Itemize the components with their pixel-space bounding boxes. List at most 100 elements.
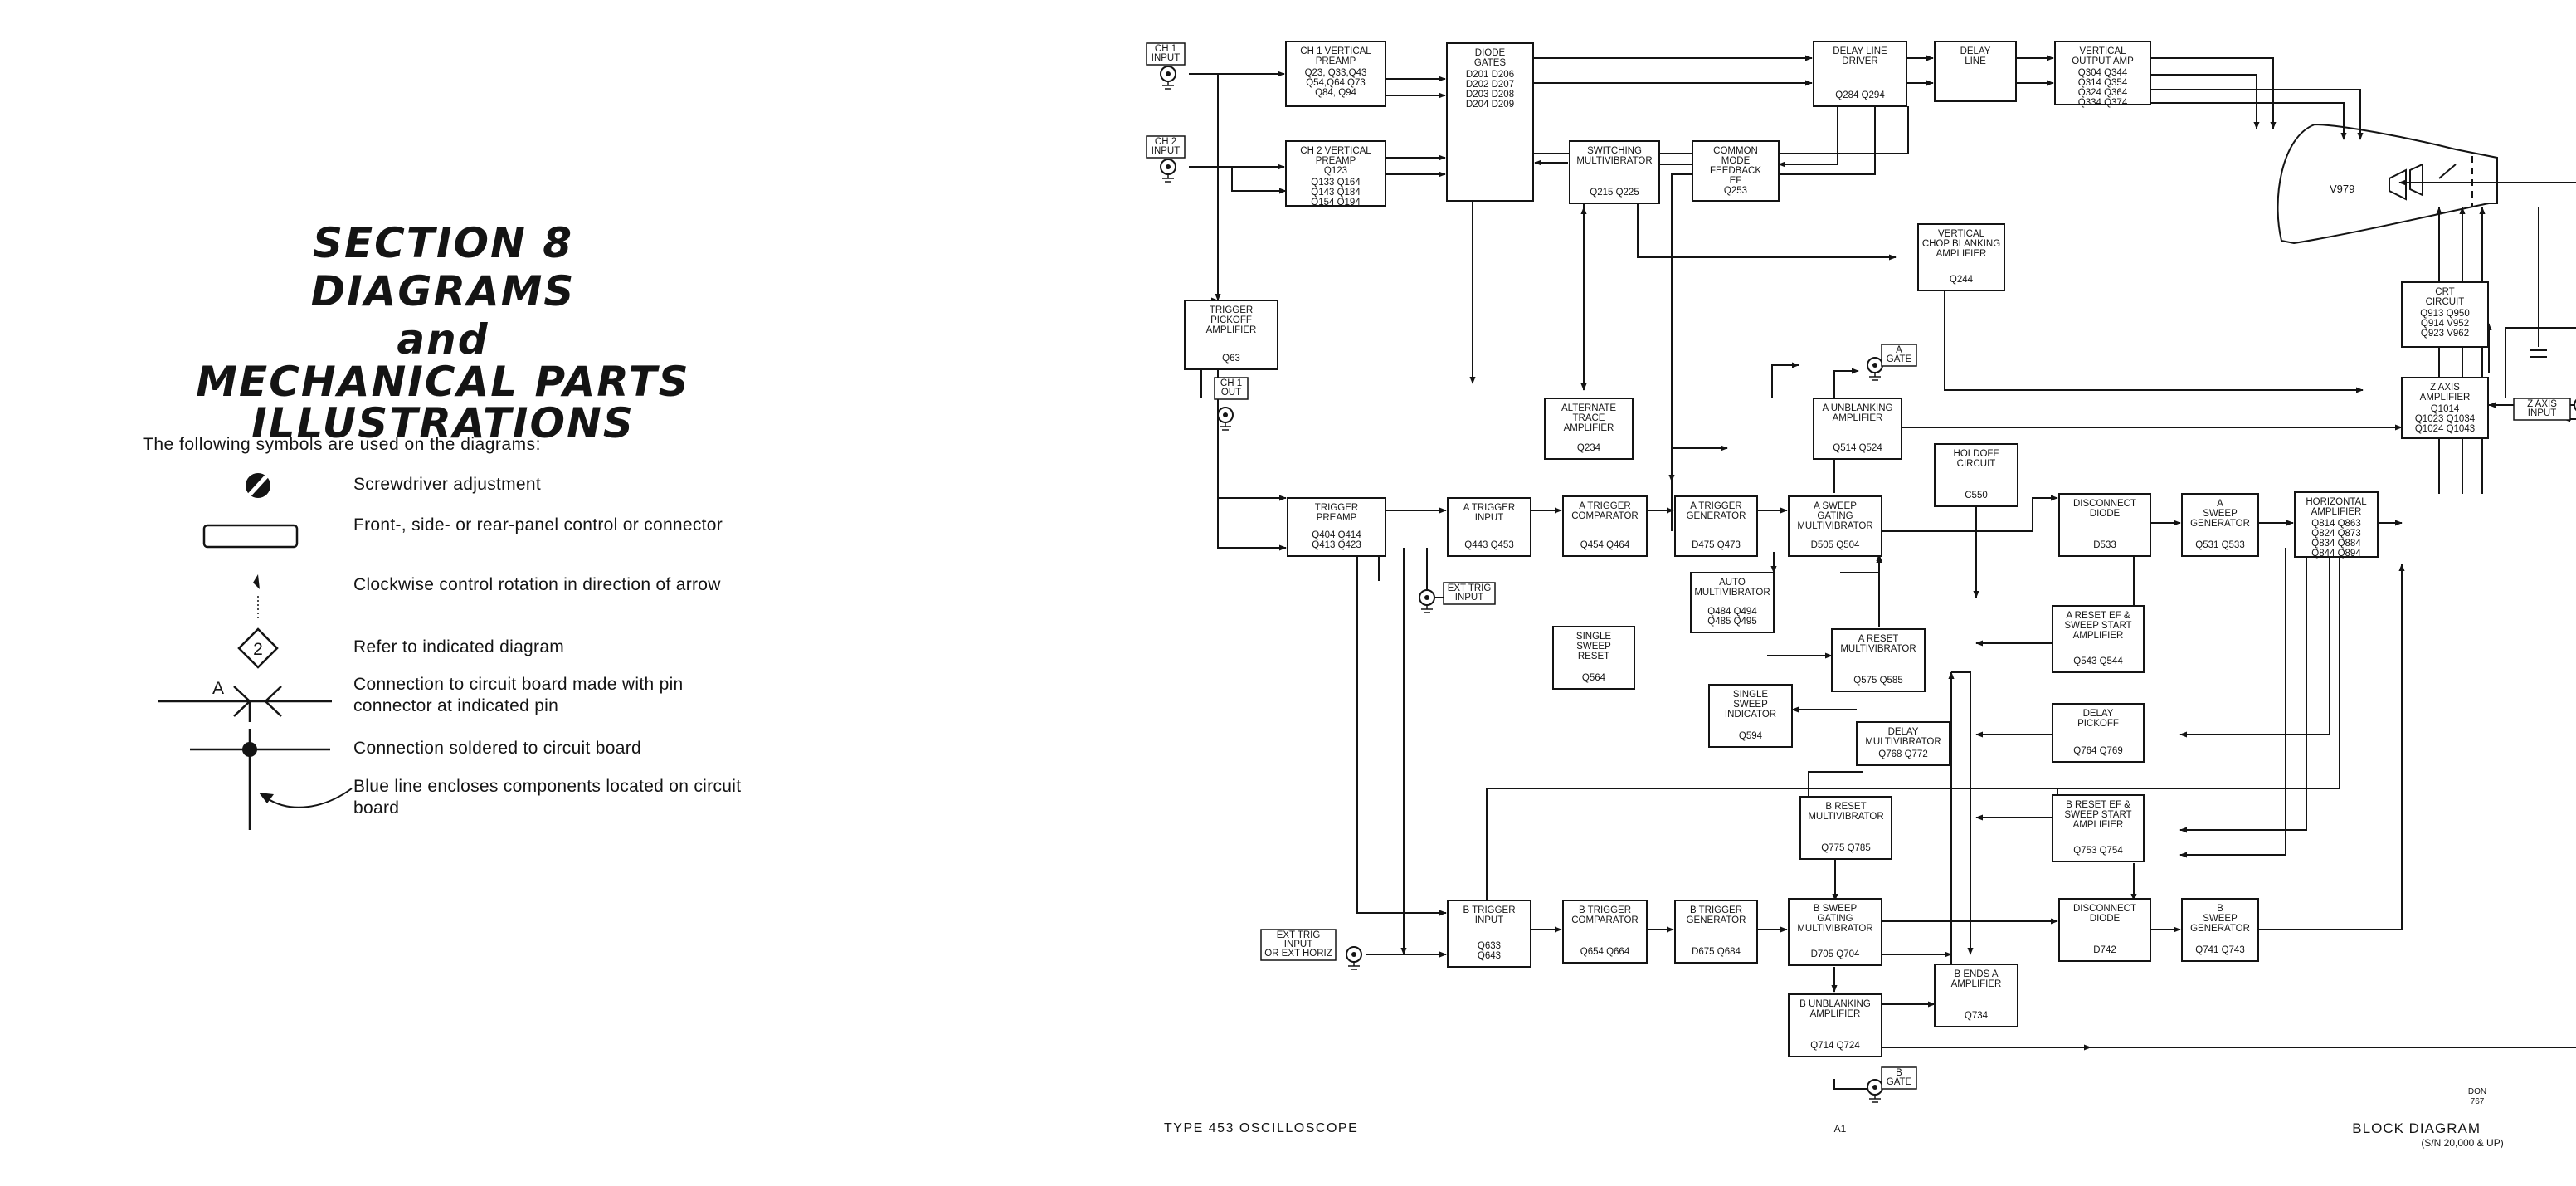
block-part-line: Q253 (1724, 186, 1747, 196)
block-title-line: B ENDS A (1954, 969, 1998, 979)
block-title-line: A (2217, 499, 2223, 509)
terminal-label-box (1146, 135, 1186, 159)
terminal-label-line: INPUT (1152, 146, 1181, 156)
symbol-icons: 2 A (158, 473, 353, 830)
block-part-line: Q914 V952 (2421, 319, 2469, 329)
block-part-line: Q84, Q94 (1315, 88, 1356, 98)
block-outline (2052, 605, 2145, 673)
block-outline (1692, 140, 1780, 202)
block-part-line: Q564 (1582, 673, 1606, 683)
terminal-label-line: B (1896, 1068, 1902, 1078)
block-part-line: D204 D209 (1466, 100, 1514, 110)
block-part-line: Q63 (1222, 354, 1240, 364)
block-outline (2052, 703, 2145, 763)
block-part-line: Q54,Q64,Q73 (1306, 78, 1366, 88)
block-part-line: Q923 V962 (2421, 329, 2469, 339)
drawing-title: BLOCK DIAGRAM (2352, 1120, 2481, 1136)
terminal-label-line: EXT TRIG (1277, 930, 1321, 940)
block-title-line: B TRIGGER (1579, 905, 1631, 915)
block-outline (1799, 796, 1892, 860)
block-part-line: Q454 Q464 (1580, 540, 1630, 550)
block-title-line: HORIZONTAL (2306, 497, 2367, 507)
block-title-line: DELAY (1888, 727, 1919, 737)
block-title-line: B SWEEP (1814, 904, 1858, 914)
terminal-label-box (1443, 582, 1496, 605)
block-outline (1674, 495, 1758, 557)
block-title-line: B RESET EF & (2066, 800, 2130, 810)
block-part-line: Q334 Q374 (2078, 98, 2128, 108)
block-title-line: Q123 (1324, 166, 1347, 176)
terminal-label-box (2513, 398, 2571, 421)
block-part-line: Q531 Q533 (2195, 540, 2244, 550)
block-title-line: GENERATOR (1687, 915, 1746, 925)
block-outline (1285, 41, 1386, 107)
block-part-line: Q314 Q354 (2078, 78, 2128, 88)
block-title-line: RESET (1578, 652, 1609, 661)
block-title-line: SWEEP (2203, 914, 2238, 924)
serial-note: (S/N 20,000 & UP) (2421, 1137, 2503, 1149)
block-title-line: AMPLIFIER (1564, 423, 1614, 433)
block-title-line: GATING (1817, 511, 1853, 521)
connector-pin (1166, 71, 1171, 76)
connector-pin (1223, 412, 1228, 417)
block-part-line: D533 (2093, 540, 2116, 550)
block-title-line: GATES (1474, 58, 1506, 68)
block-part-line: Q154 Q194 (1311, 198, 1361, 207)
block-title-line: AMPLIFIER (2073, 631, 2124, 641)
block-part-line: D705 Q704 (1811, 949, 1860, 959)
block-title-line: DIODE (1475, 48, 1506, 58)
block-part-line: Q633 (1478, 941, 1501, 951)
block-title-line: A TRIGGER (1463, 503, 1515, 513)
terminal-label-line: A (1896, 345, 1902, 355)
pin-letter: A (212, 679, 224, 698)
block-part-line: Q575 Q585 (1853, 676, 1902, 686)
terminal-label-line: CH 2 (1155, 137, 1176, 147)
terminal-label-box (1881, 1066, 1917, 1090)
block-part-line: Q834 Q884 (2311, 539, 2361, 549)
terminal-label-line: OR EXT HORIZ (1264, 949, 1332, 959)
block-part-line: Q714 Q724 (1810, 1041, 1860, 1051)
block-outline (1934, 964, 2018, 1027)
block-title-line: AMPLIFIER (2073, 820, 2124, 830)
block-title-line: SWEEP (2203, 509, 2238, 519)
block-title-line: TRIGGER (1210, 305, 1253, 315)
block-title-line: CH 2 VERTICAL (1300, 146, 1371, 156)
block-part-line: D202 D207 (1466, 80, 1514, 90)
block-part-line: Q23, Q33,Q43 (1305, 68, 1367, 78)
block-part-line: Q741 Q743 (2195, 945, 2244, 955)
block-part-line: Q485 Q495 (1707, 617, 1756, 627)
block-title-line: SWEEP START (2064, 621, 2131, 631)
block-outline (1446, 42, 1534, 202)
connector-pin (1351, 952, 1356, 957)
block-title-line: COMMON (1713, 146, 1758, 156)
block-outline (2052, 794, 2145, 862)
block-title-line: A UNBLANKING (1823, 403, 1893, 413)
panel-control-icon (202, 524, 299, 549)
block-title-line: MULTIVIBRATOR (1694, 588, 1770, 598)
block-title-line: B TRIGGER (1690, 905, 1742, 915)
